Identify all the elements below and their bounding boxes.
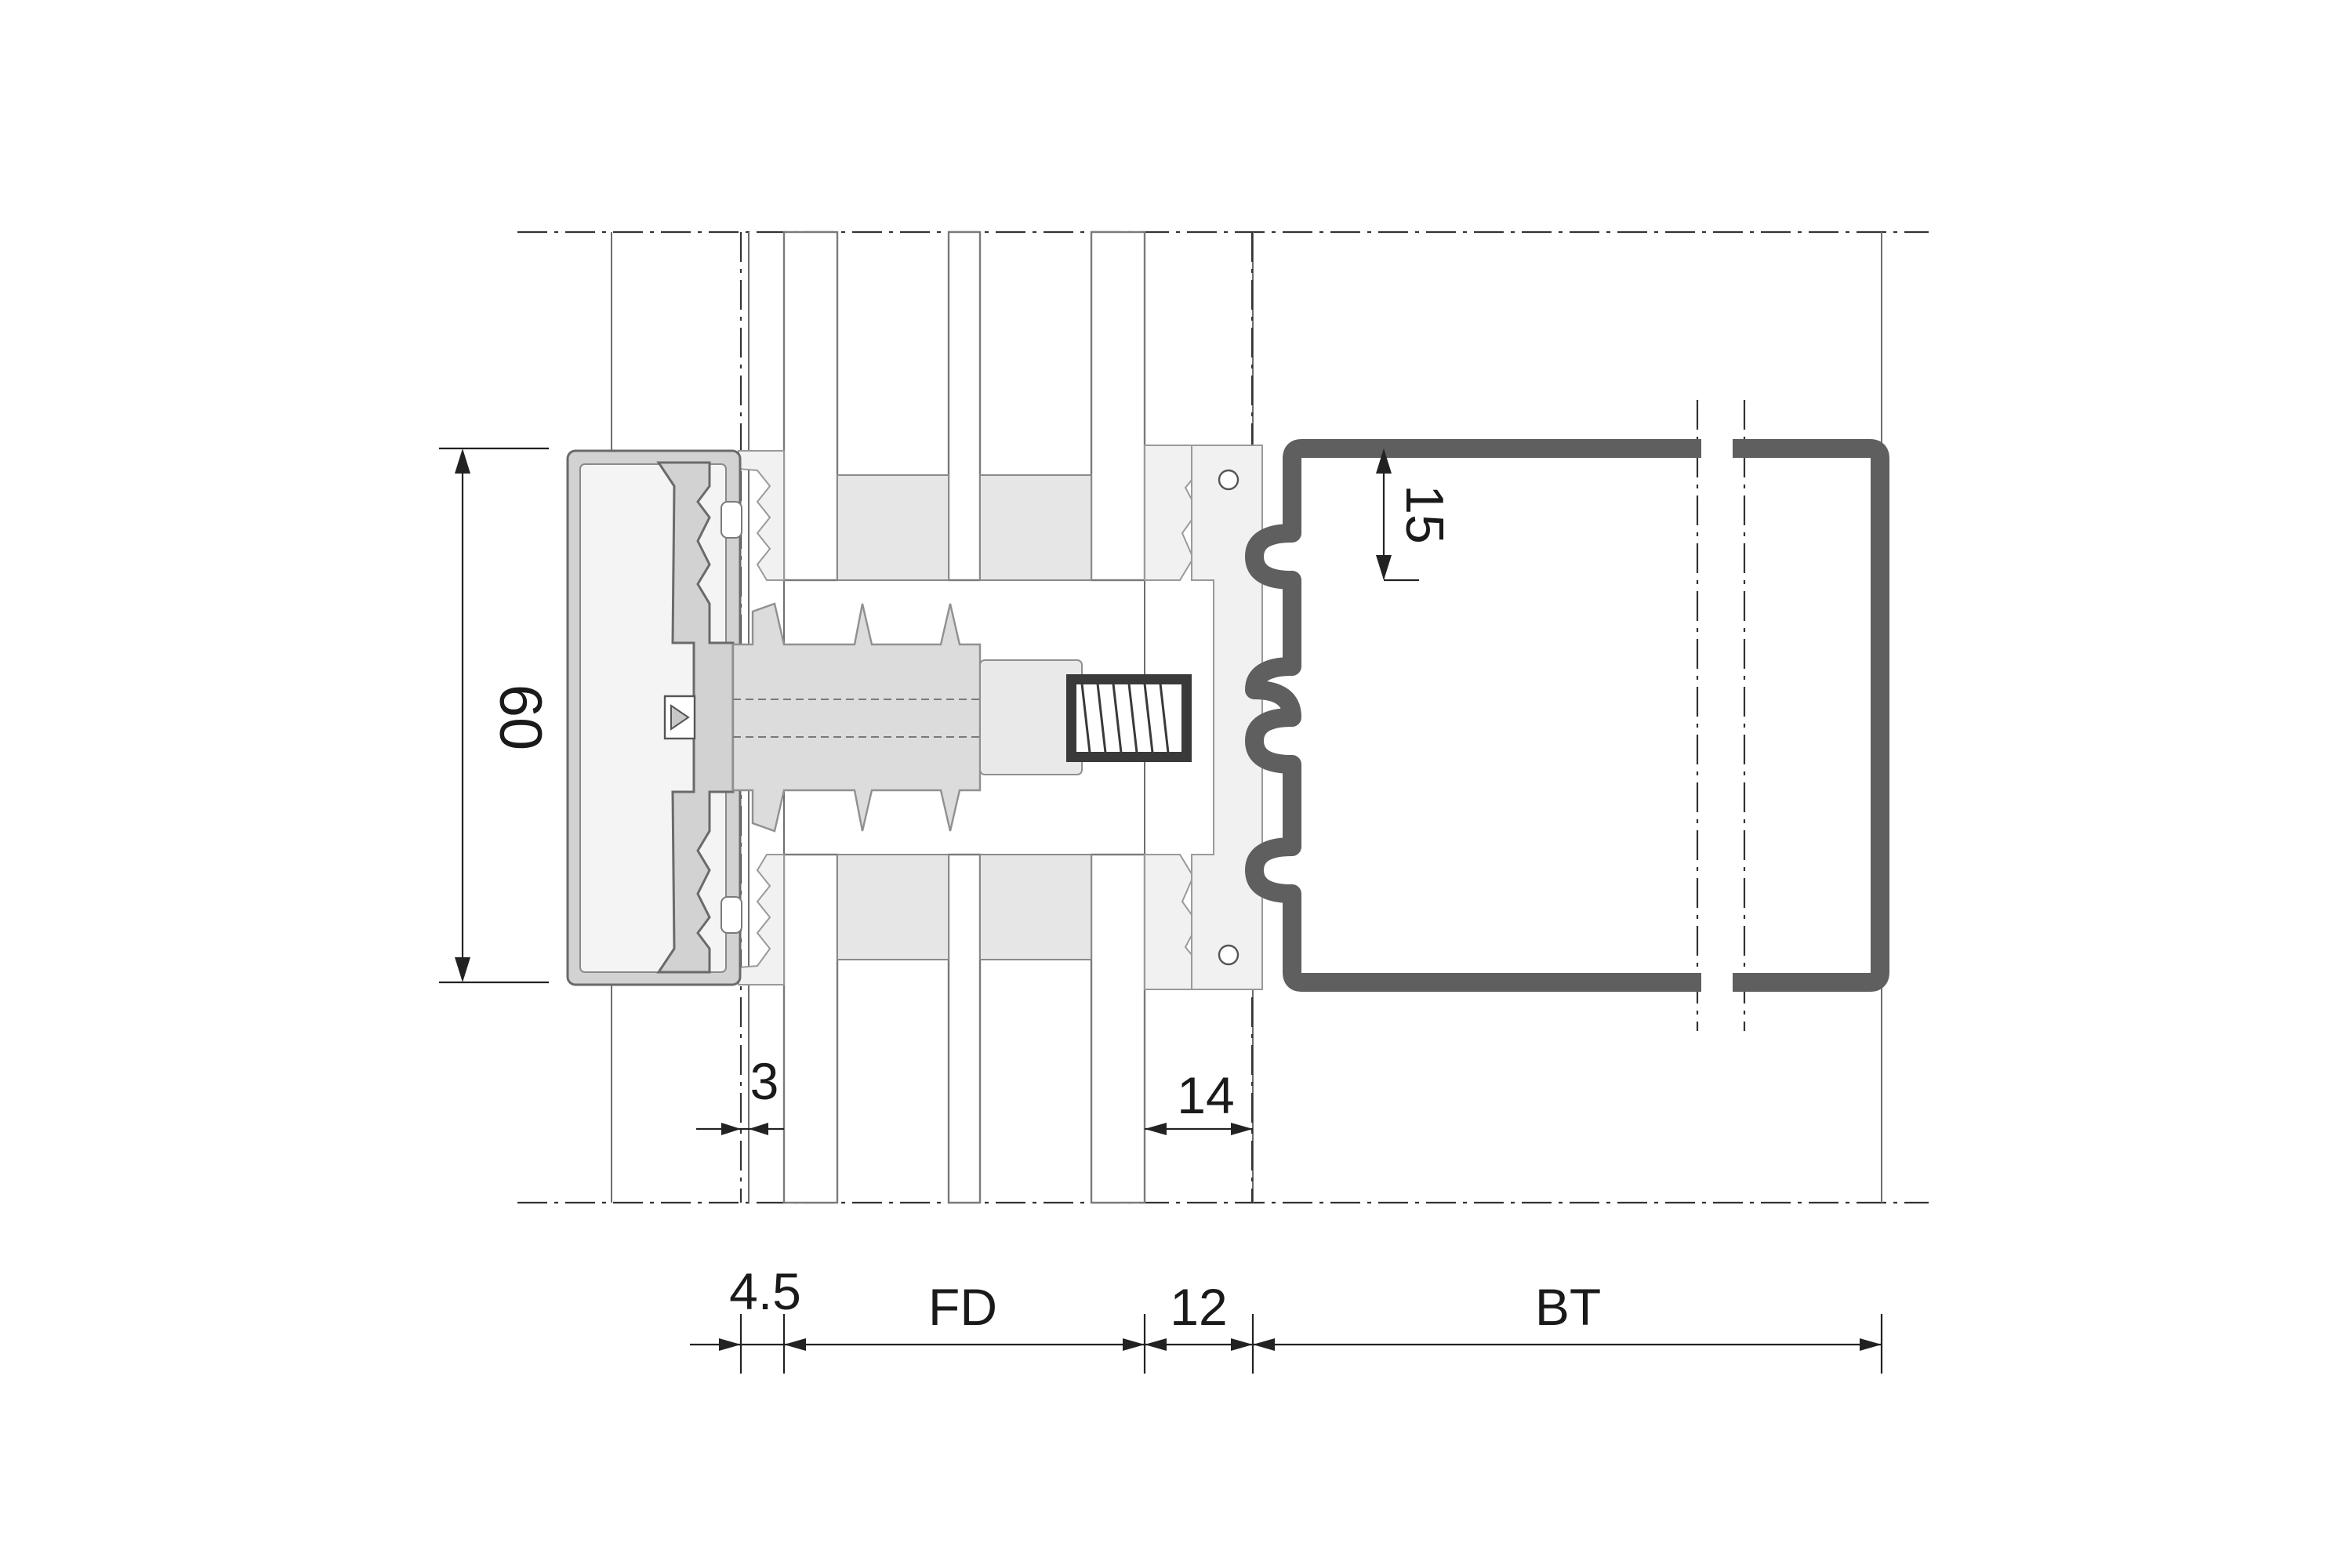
dim-fill-depth-label: FD (928, 1278, 997, 1336)
dim-chamber-label: 15 (1395, 485, 1454, 544)
dimension-14: 14 (1145, 1066, 1253, 1135)
lower-glass-unit (782, 853, 1146, 1204)
steel-beam (1245, 436, 1889, 996)
dim-seal-zone-label: 12 (1170, 1278, 1227, 1336)
dim-gap-front-label: 3 (750, 1052, 779, 1110)
dimension-3: 3 (696, 1052, 784, 1135)
upper-glass-unit (782, 230, 1146, 582)
bottom-dimension-chain: 4.5 FD 12 BT (690, 1262, 1883, 1374)
dim-cap-offset-label: 4.5 (729, 1262, 801, 1320)
inner-gaskets (1144, 445, 1201, 990)
center-lines (517, 230, 1929, 1204)
dim-gap-rear-label: 14 (1177, 1066, 1234, 1124)
pressure-plate (656, 461, 742, 974)
screw-connector (979, 659, 1192, 775)
dimension-15: 15 (1376, 448, 1454, 582)
dim-beam-depth-label: BT (1535, 1278, 1601, 1336)
dim-height-label: 60 (487, 684, 554, 751)
outer-gaskets (738, 450, 785, 985)
mullion-adapter (1191, 445, 1263, 990)
dimension-60: 60 (439, 447, 554, 984)
